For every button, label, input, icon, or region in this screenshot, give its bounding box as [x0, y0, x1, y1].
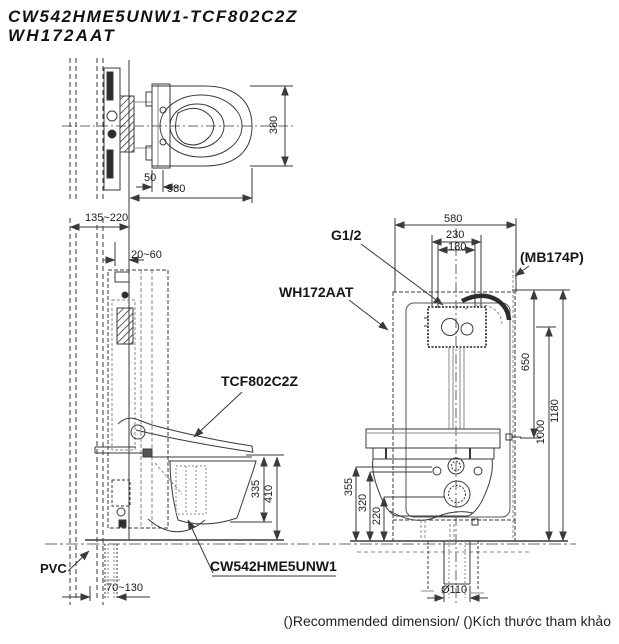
- dim-height-1180: 1180: [549, 399, 562, 423]
- front-view: [348, 218, 570, 602]
- label-tcf802c2z-washlet: TCF802C2Z: [221, 373, 299, 389]
- side-view: [62, 218, 336, 605]
- product-title-line1: CW542HME5UNW1-TCF802C2Z: [8, 7, 298, 26]
- recommended-dimension-note: ()Recommended dimension/ ()Kích thước th…: [283, 613, 611, 629]
- dim-height-355: 355: [343, 477, 356, 497]
- dim-seat-height-410: 410: [263, 484, 276, 504]
- dim-wall-depth-135-220: 135~220: [85, 212, 129, 224]
- dim-drain-offset-70-130: 70~130: [106, 582, 144, 594]
- dim-height-220: 220: [371, 506, 384, 526]
- label-g12-water-inlet: G1/2: [331, 227, 362, 243]
- dim-bowl-width-380: 380: [268, 115, 281, 135]
- label-cw542hme5unw1-bowl: CW542HME5UNW1: [210, 558, 337, 574]
- dim-tank-width-180: 180: [448, 241, 467, 253]
- dim-height-650: 650: [520, 352, 533, 372]
- product-title-line2: WH172AAT: [8, 26, 116, 45]
- dim-height-320: 320: [357, 493, 370, 513]
- dim-frame-width-580: 580: [444, 213, 463, 225]
- top-view: [69, 58, 293, 540]
- label-pvc-pipe: PVC: [40, 561, 67, 576]
- dim-seat-offset-50: 50: [144, 172, 157, 184]
- label-wh172aat-frame: WH172AAT: [279, 284, 354, 300]
- dim-length-580: 580: [167, 183, 186, 195]
- dim-panel-gap-20-60: 20~60: [131, 249, 162, 261]
- label-mb174p-stop-valve: (MB174P): [520, 249, 584, 265]
- dim-tank-width-230: 230: [446, 229, 465, 241]
- dim-bowl-height-335: 335: [250, 479, 263, 499]
- dim-height-1000: 1000: [535, 419, 548, 445]
- dim-drain-diameter-110: Ø110: [441, 584, 468, 596]
